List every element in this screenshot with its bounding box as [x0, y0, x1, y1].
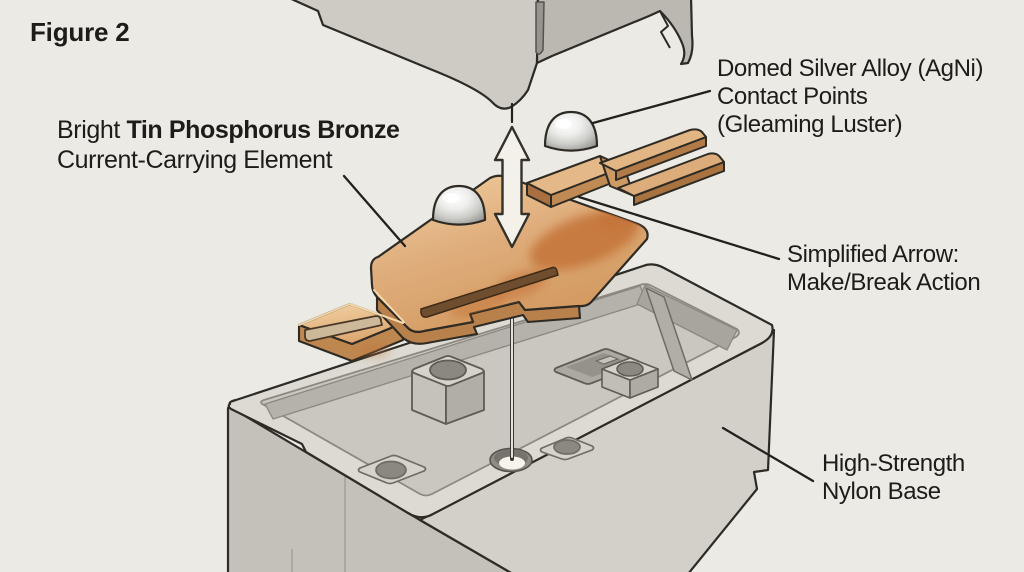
screw-hole: [429, 359, 467, 381]
base-boss-central: [411, 355, 485, 425]
silver-contact-left: [431, 184, 487, 226]
housing-right-face: [535, 0, 694, 66]
label-make-break-arrow: Simplified Arrow: Make/Break Action: [787, 241, 981, 297]
bronze-element: [297, 128, 725, 363]
label-bronze-element: Bright Tin Phosphorus Bronze Current-Car…: [57, 115, 400, 175]
label-bronze-bold: Tin Phosphorus Bronze: [126, 116, 400, 144]
label-bronze-prefix: Bright: [57, 116, 127, 144]
edge-highlight: [298, 289, 405, 326]
label-bronze-line1: Bright Tin Phosphorus Bronze: [57, 115, 400, 145]
label-contacts-line1: Domed Silver Alloy (AgNi): [717, 55, 984, 82]
dome-highlight: [555, 119, 571, 129]
leader-line-contacts: [591, 89, 712, 125]
base-divider-wall: [645, 287, 693, 381]
label-contact-points: Domed Silver Alloy (AgNi) Contact Points…: [717, 55, 983, 139]
label-contacts-line2: Contact Points: [717, 83, 868, 110]
label-nylon-line2: Nylon Base: [822, 478, 941, 505]
screw-hole: [616, 361, 644, 377]
silver-contact-right: [543, 110, 599, 152]
leader-line-bronze: [342, 174, 407, 248]
heat-smudge-fork: [358, 345, 390, 357]
base-boss-right: [601, 357, 659, 399]
housing-groove: [535, 1, 545, 55]
right-prong-upper: [599, 128, 707, 181]
label-action-line2: Make/Break Action: [787, 269, 981, 296]
fork-slot: [304, 315, 383, 342]
make-break-arrow: [493, 125, 531, 249]
right-prong-lower: [617, 152, 725, 206]
leader-line-nylon: [721, 426, 815, 483]
dome-highlight: [443, 193, 459, 203]
housing-corner-notch: [659, 10, 671, 49]
base-cavity-floor: [260, 283, 740, 497]
base-pad-right: [539, 436, 595, 461]
screw-hole: [553, 439, 581, 455]
label-action-line1: Simplified Arrow:: [787, 241, 959, 268]
label-nylon-base: High-Strength Nylon Base: [822, 450, 965, 506]
top-housing-cover: [290, 0, 694, 110]
screw-hole: [375, 460, 407, 480]
figure-title: Figure 2: [30, 17, 130, 47]
label-bronze-line2: Current-Carrying Element: [57, 146, 333, 174]
base-pad-left: [357, 454, 427, 485]
plate-slit: [420, 266, 559, 318]
leader-line-action: [577, 195, 781, 261]
label-nylon-line1: High-Strength: [822, 450, 965, 477]
label-contacts-line3: (Gleaming Luster): [717, 111, 903, 138]
housing-left-face: [290, 0, 540, 110]
